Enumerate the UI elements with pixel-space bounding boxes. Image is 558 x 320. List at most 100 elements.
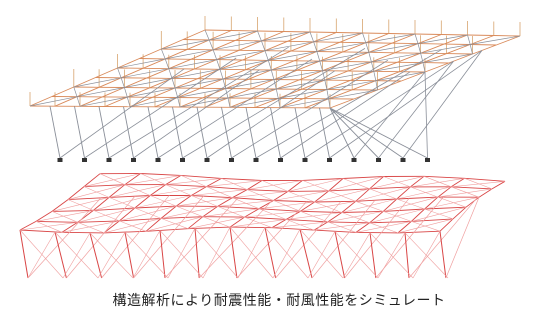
roof-brace-deformed [145,216,203,232]
bay-brace [97,232,126,279]
roof-brace [264,41,314,52]
roof-chord-deformed [300,201,315,212]
column [304,60,454,159]
roof-brace-deformed [300,211,329,223]
roof-chord [235,39,262,42]
roof-chord [329,98,354,109]
roof-brace-deformed [176,205,203,217]
leg-brace-deformed [164,197,239,279]
roof-brace [309,31,314,42]
roof-brace [219,69,224,80]
roof-brace [222,69,272,80]
roof-brace-deformed [313,222,370,231]
roof-chord-deformed [314,200,356,203]
roof-chord-deformed [191,186,207,196]
roof-brace-deformed [35,221,63,233]
roof-chord [326,79,351,90]
leg-brace-deformed [236,201,307,279]
roof-brace-deformed [302,180,329,192]
roof-brace-deformed [411,206,467,222]
roof-brace-deformed [424,208,454,220]
roof-brace [208,39,214,50]
roof-brace-deformed [437,196,467,208]
roof-brace-deformed [77,207,135,223]
roof-brace-deformed [247,180,303,190]
roof-chord [142,58,166,69]
roof-brace [362,32,367,43]
roof-chord-deformed [246,180,263,190]
roof-chord-deformed [206,186,248,191]
leg-brace-deformed [198,200,273,279]
roof-brace-deformed [369,222,399,234]
diagram-caption: 構造解析により耐震性能・耐風性能をシミュレート [112,293,446,309]
roof-chord-deformed [285,210,301,220]
roof-brace [171,78,176,89]
column [329,107,355,159]
roof-chord-deformed [452,206,467,220]
roof-brace [179,97,229,108]
column [319,107,330,159]
roof-brace-deformed [229,219,287,228]
roof-brace [326,80,376,90]
roof-chord-deformed [273,200,315,203]
roof-chord-deformed [369,220,412,224]
column [221,107,232,159]
roof-chord-deformed [103,230,147,234]
bay-brace [19,229,64,279]
column [182,48,366,159]
roof-brace-deformed [396,198,425,210]
roof-chord [127,87,150,98]
roof-brace [316,42,366,52]
roof-brace [164,58,170,69]
roof-brace [222,78,226,89]
roof-brace-deformed [124,175,182,185]
roof-chord-deformed [328,188,370,192]
roof-brace-deformed [109,184,166,198]
roof-chord [120,67,144,79]
roof-chord-deformed [313,221,329,231]
roof-chord-deformed [286,218,328,223]
roof-chord-deformed [327,212,343,223]
roof-chord [161,39,184,50]
roof-chord-deformed [451,186,493,190]
roof-brace-deformed [341,212,370,224]
bay-brace [342,232,371,279]
roof-chord-deformed [287,190,329,192]
roof-chord [227,88,252,99]
roof-brace [467,34,471,45]
roof-chord-deformed [327,221,370,224]
roof-brace [225,79,274,89]
roof-chord [467,34,494,36]
roof-chord [304,98,329,109]
roof-chord [254,97,279,108]
roof-brace [375,71,426,82]
support-node [106,158,112,162]
roof-chord-deformed [355,188,370,202]
roof-chord [296,60,320,71]
roof-brace [324,80,328,90]
roof-chord [470,35,494,45]
roof-chord [316,41,340,52]
roof-chord [322,61,346,72]
roof-brace [268,51,317,61]
column [59,68,185,159]
roof-brace [124,78,173,88]
roof-chord-deformed [424,196,439,210]
roof-brace-deformed [423,176,452,188]
roof-brace [264,50,269,61]
roof-chord-deformed [341,200,356,213]
roof-chord-deformed [314,190,330,203]
roof-chord-deformed [244,208,260,218]
roof-brace [227,97,231,108]
roof-brace-deformed [451,181,506,188]
leg-deformed [54,231,67,279]
roof-chord [391,33,416,44]
roof-chord-deformed [119,217,162,222]
roof-chord [353,89,378,100]
roof-brace-deformed [327,211,384,223]
roof-chord [313,41,340,43]
roof-chord-deformed [369,176,384,190]
roof-chord [319,51,343,62]
support-node [57,158,63,162]
roof-brace [120,77,125,88]
